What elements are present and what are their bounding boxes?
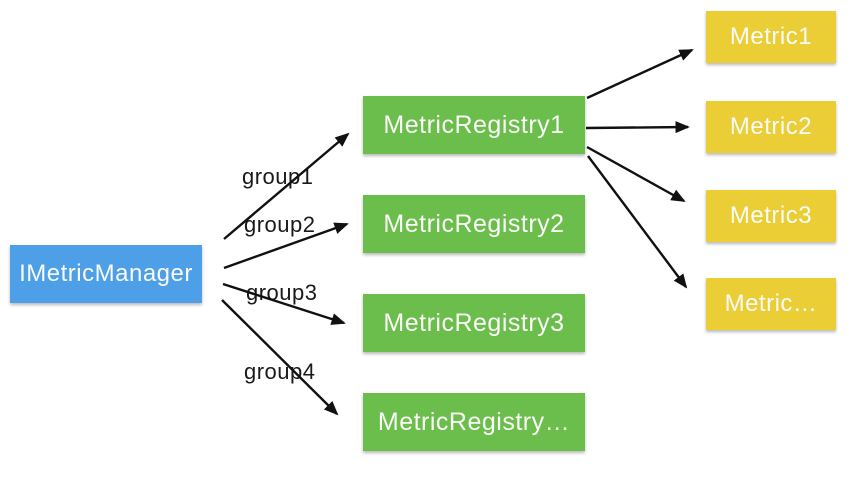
group3-edge-label: group3	[246, 280, 318, 305]
group2-edge-label: group2	[244, 212, 316, 237]
metricregistry1-node: MetricRegistry1	[363, 96, 585, 154]
arrow-registry1-to-metric3	[586, 145, 686, 203]
metric1-node: Metric1	[706, 11, 836, 63]
arrow-registry1-to-metric1	[586, 48, 694, 100]
metricregistry3-node: MetricRegistry3	[363, 294, 585, 352]
imetricmanager-node: IMetricManager	[10, 245, 202, 303]
group4-edge-label: group4	[244, 359, 316, 384]
metricregistry-ellipsis-node: MetricRegistry…	[363, 393, 585, 451]
metric-ellipsis-node: Metric…	[706, 278, 836, 330]
metricregistry2-node: MetricRegistry2	[363, 195, 585, 253]
arrow-registry1-to-metric2	[585, 121, 690, 134]
group1-edge-label: group1	[242, 164, 314, 189]
metric2-node: Metric2	[706, 101, 836, 153]
arrow-registry1-to-metric4	[587, 155, 688, 289]
arrow-manager-to-registry4	[221, 299, 339, 416]
metric3-node: Metric3	[706, 190, 836, 242]
